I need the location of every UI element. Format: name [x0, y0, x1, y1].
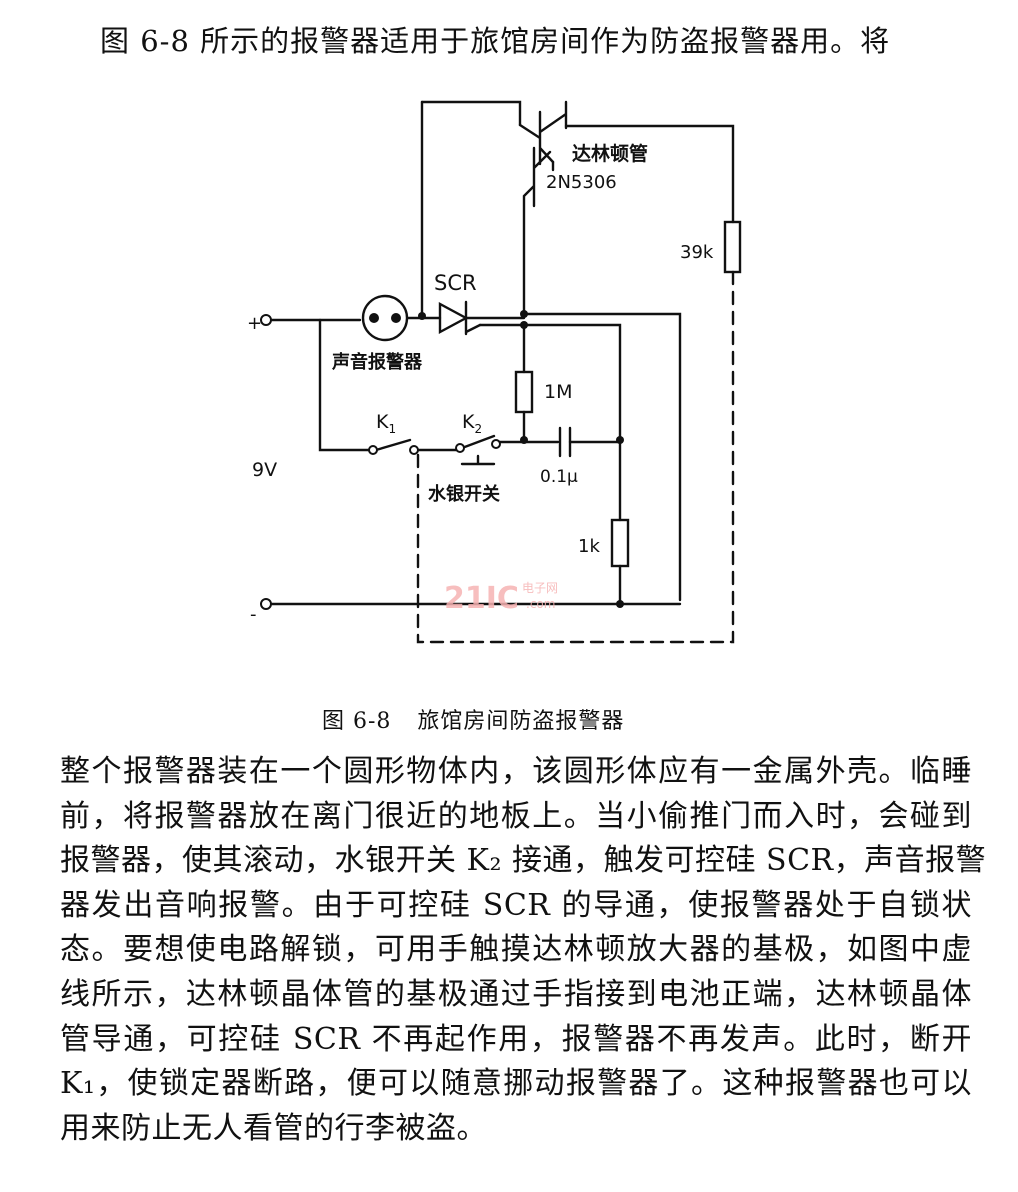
alarm-pin [391, 313, 401, 323]
label-battery: 9V [252, 459, 277, 481]
dashed-touch-path [416, 270, 735, 644]
label-darlington-part: 2N5306 [546, 172, 617, 193]
paragraph-line: 管导通，可控硅 SCR 不再起作用，报警器不再发声。此时，断开 [60, 1021, 972, 1057]
watermark-logo: 21IC 电子网 .com [444, 581, 558, 616]
intro-line: 图 6-8 所示的报警器适用于旅馆房间作为防盗报警器用。将 [100, 24, 891, 58]
label-k2: K2 [462, 411, 482, 436]
watermark-brand: 21IC [444, 581, 519, 616]
watermark-url: .com [526, 597, 555, 611]
k2-switch [460, 434, 496, 466]
plus-terminal [260, 314, 272, 326]
figure-caption: 图 6-8 旅馆房间防盗报警器 [322, 703, 624, 735]
k1-contact [409, 445, 419, 455]
paragraph-line: 器发出音响报警。由于可控硅 SCR 的导通，使报警器处于自锁状 [60, 887, 972, 923]
label-1k: 1k [578, 536, 600, 557]
node-dot [616, 600, 624, 608]
darlington-upper-transistor [518, 100, 568, 166]
wire-left-loop [318, 318, 374, 452]
minus-terminal [260, 598, 272, 610]
caption-title: 旅馆房间防盗报警器 [417, 709, 625, 734]
label-sound-alarm: 声音报警器 [331, 351, 423, 373]
node-dot [616, 436, 624, 444]
scr-symbol [438, 300, 526, 336]
paragraph-line: 用来防止无人看管的行李被盗。 [60, 1110, 487, 1146]
k2-contact [491, 439, 501, 449]
paragraph-line: K₁，使锁定器断路，便可以随意挪动报警器了。这种报警器也可以 [60, 1066, 972, 1102]
resistor-1m [514, 370, 534, 414]
resistor-1k [610, 518, 630, 568]
node-dot [418, 312, 426, 320]
body-paragraph: 整个报警器装在一个圆形物体内，该圆形体应有一金属外壳。临睡 前，将报警器放在离门… [60, 750, 987, 1151]
label-mercury-switch: 水银开关 [428, 483, 500, 505]
label-minus: - [250, 604, 257, 625]
paragraph-line: 前，将报警器放在离门很近的地板上。当小偷推门而入时，会碰到 [60, 798, 972, 834]
paragraph-line: 态。要想使电路解锁，可用手触摸达林顿放大器的基极，如图中虚 [60, 932, 972, 968]
label-plus: + [247, 313, 262, 334]
wire-top [420, 100, 522, 127]
node-dot [520, 310, 528, 318]
label-scr: SCR [434, 271, 477, 295]
paragraph-line: 报警器，使其滚动，水银开关 K₂ 接通，触发可控硅 SCR，声音报警 [60, 843, 987, 879]
label-darlington-name: 达林顿管 [572, 142, 648, 165]
label-k1: K1 [376, 411, 396, 436]
alarm-pin [369, 313, 379, 323]
node-dot [520, 321, 528, 329]
paragraph-line: 整个报警器装在一个圆形物体内，该圆形体应有一金属外壳。临睡 [60, 754, 972, 789]
k2-contact [455, 443, 465, 453]
wire-scr-right [522, 312, 682, 602]
k1-contact [368, 445, 378, 455]
paragraph-line: 线所示，达林顿晶体管的基极通过手指接到电池正端，达林顿晶体 [60, 976, 972, 1012]
wire-base-to-39k [564, 124, 735, 224]
darlington-lower-transistor [522, 146, 555, 314]
caption-number: 图 6-8 [322, 709, 392, 734]
node-dot [520, 436, 528, 444]
capacitor [558, 426, 572, 458]
watermark-cn: 电子网 [522, 581, 558, 595]
circuit-figure: 达林顿管 2N5306 39k SCR + - 声音报警器 1M K1 K2 0… [0, 80, 1018, 684]
label-1m: 1M [544, 381, 572, 403]
circuit-diagram: 达林顿管 2N5306 39k SCR + - 声音报警器 1M K1 K2 0… [247, 100, 742, 644]
label-cap: 0.1μ [540, 467, 578, 487]
resistor-39k [723, 220, 742, 274]
k1-switch [374, 438, 412, 452]
label-39k: 39k [680, 242, 714, 263]
